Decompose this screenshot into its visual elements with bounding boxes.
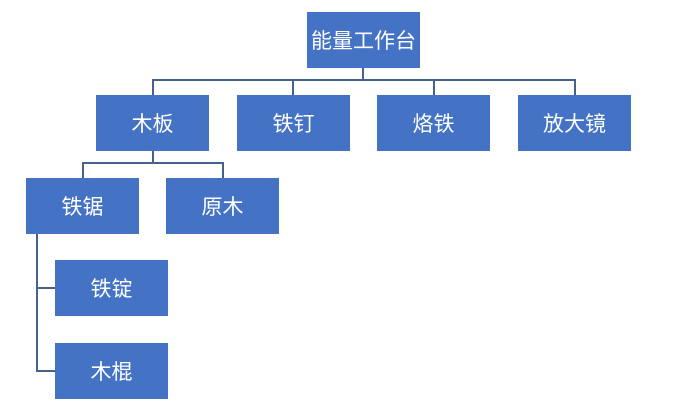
connector-root-stem xyxy=(362,68,364,81)
connector-drop-fangdajing xyxy=(574,79,576,95)
connector-drop-yuanmu xyxy=(222,162,224,178)
node-root: 能量工作台 xyxy=(307,12,420,68)
connector-level2-bar xyxy=(82,162,224,164)
connector-branch-tieding-ingot xyxy=(36,287,55,289)
connector-drop-laotie xyxy=(433,79,435,95)
node-mugun: 木棍 xyxy=(55,343,168,399)
node-tieding-ingot: 铁锭 xyxy=(55,260,168,316)
node-laotie: 烙铁 xyxy=(377,95,490,151)
node-tieju: 铁锯 xyxy=(26,178,139,234)
connector-branch-mugun xyxy=(36,370,55,372)
node-tieding: 铁钉 xyxy=(237,95,350,151)
connector-level1-bar xyxy=(152,79,576,81)
connector-drop-muban xyxy=(152,79,154,95)
connector-drop-tieju xyxy=(82,162,84,178)
connector-muban-stem xyxy=(152,150,154,164)
node-muban: 木板 xyxy=(96,95,209,151)
node-yuanmu: 原木 xyxy=(166,178,279,234)
node-fangdajing: 放大镜 xyxy=(518,95,631,151)
connector-drop-tieding xyxy=(292,79,294,95)
connector-tieju-vertical xyxy=(36,233,38,372)
